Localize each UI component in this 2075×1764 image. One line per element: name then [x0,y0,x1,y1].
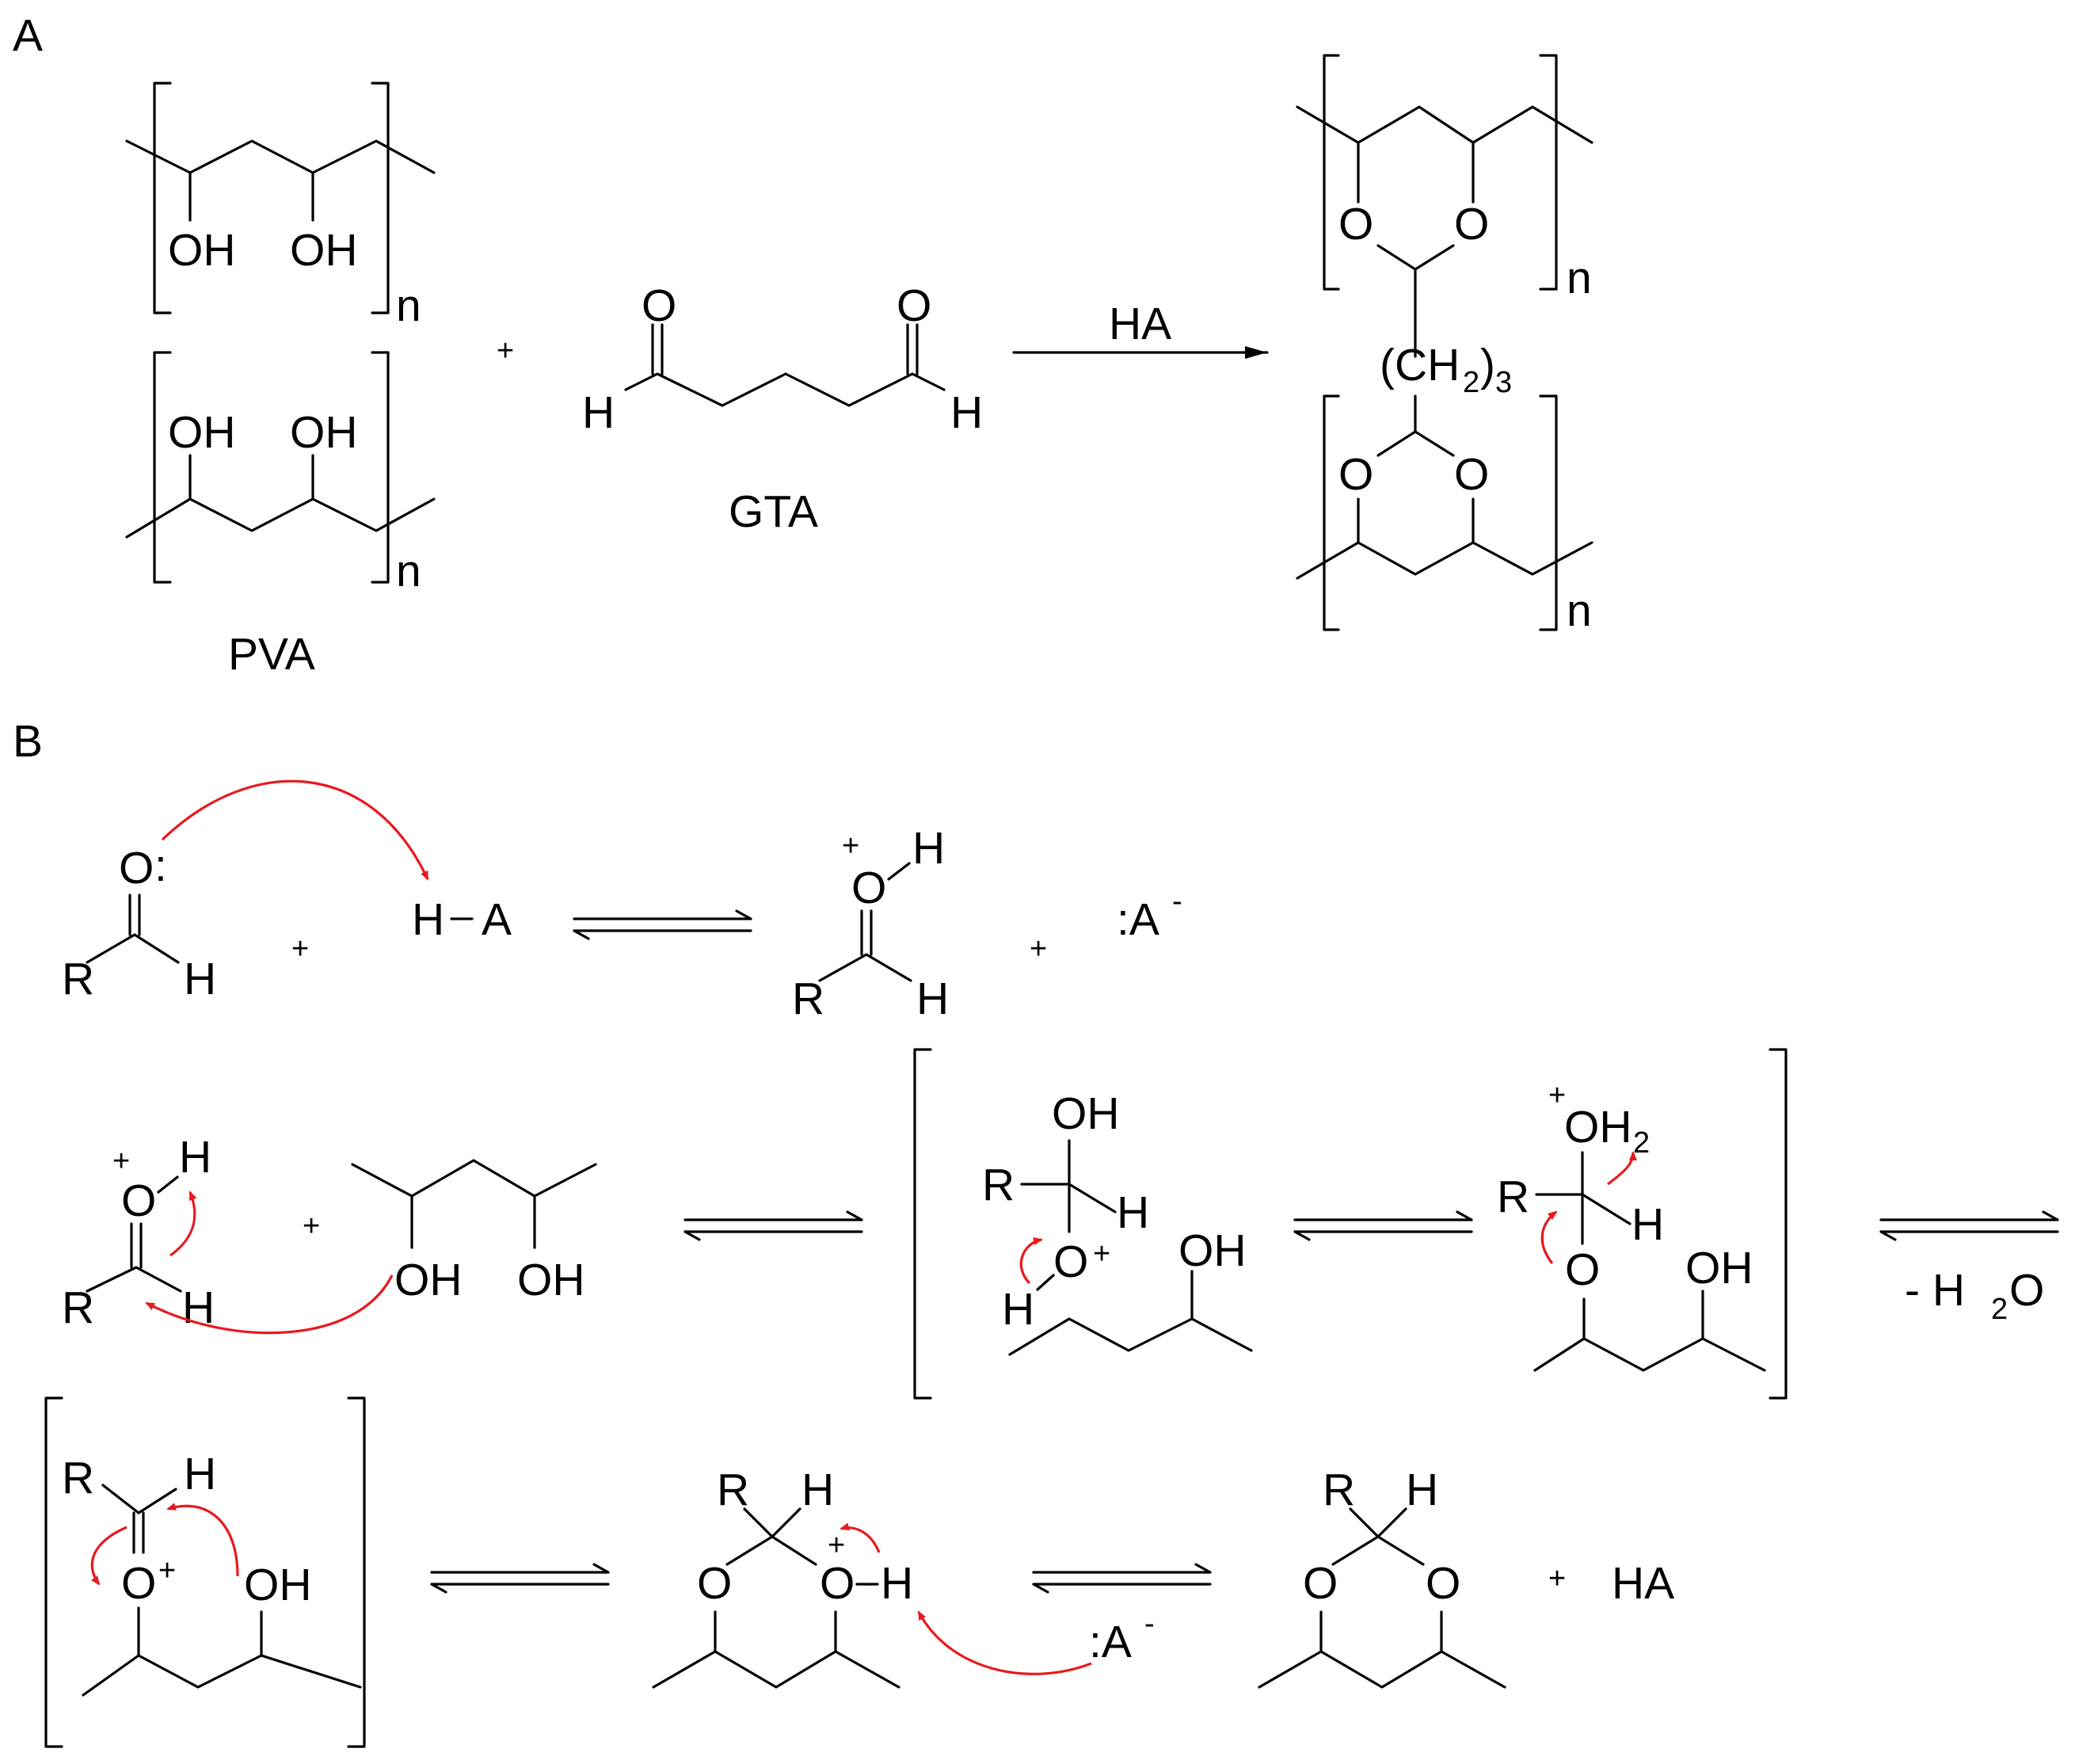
gta-o-1: O [642,280,676,331]
linker-open: (CH [1380,340,1460,391]
carbocation-h: H [184,1449,216,1499]
anion-1: :A [1117,894,1159,945]
ring-h-2: H [881,1558,913,1609]
gta-h-1: H [582,387,615,438]
oh2-oh: OH [1564,1102,1632,1153]
oh2-oh-2: OH [1685,1243,1753,1293]
oxonium-r-2: R [62,1282,94,1333]
ha-h: H [412,894,444,945]
aldehyde-h: H [184,954,216,1004]
oh2-h: H [1631,1199,1664,1250]
product-top-o-2: O [1454,199,1489,250]
aldehyde-r: R [62,954,94,1004]
linker-sub-2: 2 [1463,366,1479,399]
pva-acetal-product: O O n (CH 2 ) 3 O O n [1296,54,1593,636]
pva-top-n: n [396,280,421,331]
diol-oh-2: OH [517,1255,585,1305]
oh2-r: R [1497,1172,1529,1222]
ha-a: A [482,894,512,945]
reagent-ha: HA [1109,299,1171,349]
product-bottom-o-2: O [1454,449,1489,500]
oh2-o: O [1565,1244,1600,1295]
panel-a: A OH OH n OH OH n PVA + [13,10,1593,680]
carbocation-r: R [62,1453,94,1503]
ring-r-1: R [717,1465,749,1515]
linker-close: ) [1480,340,1495,391]
carbocation-o: O [121,1558,156,1609]
plus-2: + [1030,932,1047,966]
panel-a-letter: A [13,10,43,61]
hemiacetal-charge: + [1093,1237,1110,1271]
gta-o-2: O [897,280,931,331]
aldehyde-o: O [119,843,154,893]
pva-top-chain: OH OH n [125,82,436,331]
oh2-charge: + [1548,1079,1566,1112]
acetal-o-2: O [1426,1558,1460,1609]
ring-o-1: O [697,1558,732,1609]
ring-o-2: O [820,1558,855,1609]
pva-bottom-chain: OH OH n [125,351,436,596]
product-bottom-o-1: O [1338,449,1373,500]
water-loss-text: - H [1905,1265,1965,1316]
ring-charge: + [828,1529,845,1562]
hemiacetal-oh: OH [1052,1088,1120,1139]
water-loss-sub: 2 [1991,1293,2008,1326]
hemiacetal-r: R [982,1160,1015,1210]
oxonium-o-2: O [121,1175,156,1226]
plus-1: + [291,932,309,966]
oxonium-charge-1: + [842,829,859,863]
carbocation-oh: OH [244,1560,312,1610]
oxonium-charge-2: + [112,1145,130,1178]
step-addition: + O H R H + OH OH OH R H [62,1048,2059,1400]
hemiacetal-h: H [1117,1187,1149,1238]
carbocation-charge: + [158,1554,176,1587]
oxonium-h-2: H [916,973,949,1024]
pva-label: PVA [228,629,315,680]
hemiacetal-oh-2: OH [1178,1225,1247,1276]
product-top-n: n [1567,253,1592,303]
product-bottom-n: n [1567,585,1592,636]
pva-bottom-n: n [396,546,421,596]
linker-sub-3: 3 [1495,366,1512,399]
pva-top-oh-1: OH [168,225,236,276]
acetal-o-1: O [1303,1558,1338,1609]
anion-charge-1: - [1172,885,1182,918]
gta-label: GTA [729,486,818,537]
oxonium-o-1: O [851,863,886,913]
step-protonation: O : R H + H A + O H R H + :A - [62,779,1182,1024]
aldehyde-lone-pair: : [154,840,167,891]
panel-b: B O : R H + H A + O H R H + :A - [13,716,2059,1748]
anion-charge-2: - [1144,1607,1155,1640]
ring-h-1: H [801,1465,834,1515]
acetal-r: R [1323,1465,1355,1515]
pva-bottom-oh-1: OH [168,407,236,458]
anion-2: :A [1089,1617,1132,1667]
water-loss-o: O [2009,1265,2044,1316]
product-top-o-1: O [1338,199,1373,250]
hemiacetal-h-2: H [1002,1284,1034,1335]
panel-b-letter: B [13,716,43,767]
oxonium-r-1: R [792,973,824,1024]
diol-oh-1: OH [394,1255,463,1305]
oh2-sub: 2 [1633,1126,1650,1160]
pva-top-oh-2: OH [290,225,358,276]
hemiacetal-o-plus: O [1053,1236,1088,1287]
step-cyclization: R H O + OH R H O O + H :A [44,1396,1674,1748]
gta-molecule: O O H H GTA [582,280,983,537]
plus-4: + [1548,1562,1566,1595]
plus-pva-gta: + [497,334,514,368]
oxonium-h-3: H [179,1132,211,1183]
gta-h-2: H [950,387,983,438]
final-acid: HA [1612,1558,1674,1609]
pva-bottom-oh-2: OH [290,407,358,458]
plus-3: + [303,1210,320,1243]
acetal-h: H [1406,1465,1438,1515]
oxonium-h-1: H [912,823,945,874]
